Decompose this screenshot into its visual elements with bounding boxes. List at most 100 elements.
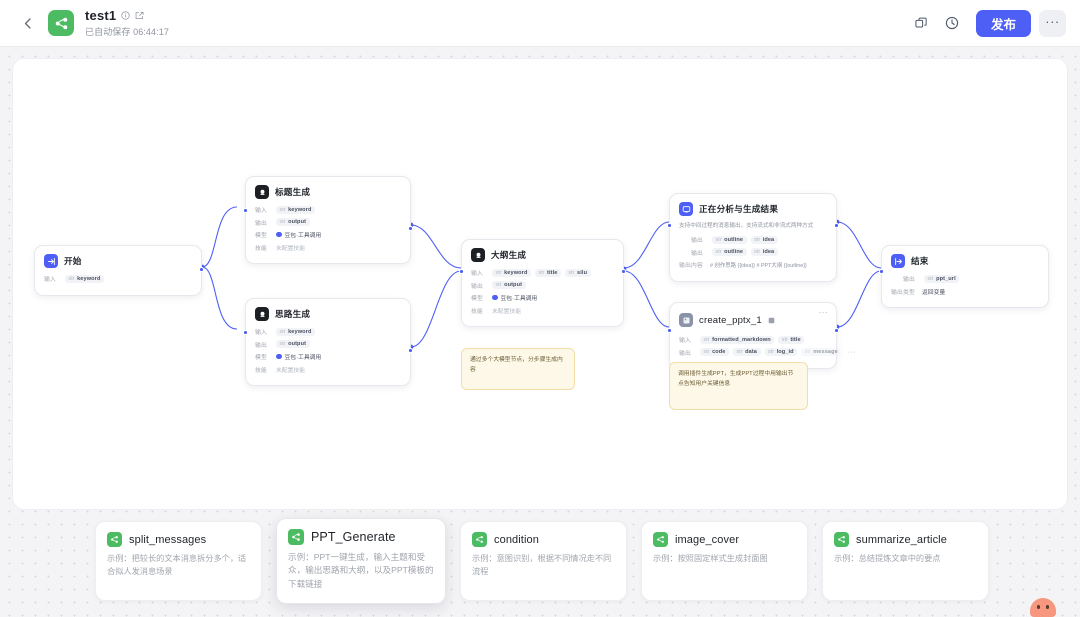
row-label: 技能 <box>255 367 267 374</box>
node-row-input: 输入 str keyword <box>44 274 192 283</box>
port-out[interactable] <box>621 269 626 274</box>
tag-name: keyword <box>504 269 528 276</box>
template-card-summarize-article[interactable]: summarize_article 示例：总结提炼文章中的要点 <box>822 521 989 601</box>
app-header: test1 已自动保存 06:44:17 <box>0 0 1080 47</box>
io-tag: str output <box>276 340 310 348</box>
node-outline-gen[interactable]: 大纲生成 输入 str keyword str title str silu 输… <box>459 239 626 327</box>
row-label: 输出 <box>903 277 915 283</box>
node-start[interactable]: 开始 输入 str keyword <box>34 245 204 296</box>
card-description: 示例：总结提炼文章中的要点 <box>834 554 941 563</box>
io-tag: str silu <box>564 268 591 277</box>
duplicate-button[interactable] <box>908 9 936 37</box>
node-row-model: 模型 豆包·工具调用 <box>255 230 401 239</box>
tag-type: str <box>68 275 75 282</box>
skill-value: 未配置技能 <box>276 245 305 252</box>
io-tag: str data <box>733 348 761 356</box>
publish-button[interactable]: 发布 <box>975 9 1031 37</box>
tag-type: str <box>715 249 722 256</box>
mascot-eye-left <box>1037 605 1040 609</box>
llm-node-icon <box>471 248 485 262</box>
node-row-output-content: 输出内容 # 创作思路 {{idea}} # PPT大纲 {{outline}} <box>679 260 827 270</box>
node-row-input: 输入 str formatted_markdown str title <box>679 335 827 344</box>
workflow-share-icon <box>107 532 122 547</box>
template-card-condition[interactable]: condition 示例：意图识别，根据不同情况走不同流程 <box>460 521 627 601</box>
card-description: 示例：PPT一键生成，输入主题和受众，输出思路和大纲，以及PPT模板的下载链接 <box>288 552 434 589</box>
io-tag: str output <box>492 281 526 289</box>
end-node-icon <box>891 254 905 268</box>
template-card-split-messages[interactable]: split_messages 示例：把较长的文本消息拆分多个，适合拟人发消息场景 <box>95 521 262 601</box>
card-title: image_cover <box>675 533 740 546</box>
card-header: split_messages <box>107 532 250 547</box>
edit-square-icon[interactable] <box>135 11 144 20</box>
node-analyzing[interactable]: 正在分析与生成结果 支持中间过程的消息输出，支持流式和非流式两种方式 输出 st… <box>667 193 839 282</box>
output-overflow-button[interactable]: ··· <box>847 348 856 356</box>
port-out[interactable] <box>408 226 413 231</box>
io-tag: str code <box>700 348 730 356</box>
node-title: 标题生成 <box>275 187 311 197</box>
history-button[interactable] <box>938 9 966 37</box>
node-silu-gen[interactable]: 思路生成 输入 str keyword 输出 str output 模型 <box>243 298 413 386</box>
info-circle-icon[interactable] <box>121 11 130 20</box>
mascot-icon[interactable] <box>1030 598 1056 617</box>
more-options-button[interactable]: ··· <box>1039 9 1066 37</box>
node-header: 大纲生成 <box>471 248 614 262</box>
node-create-pptx[interactable]: ··· create_pptx_1 输入 str <box>667 302 855 369</box>
model-value: 豆包·工具调用 <box>500 296 538 302</box>
template-card-ppt-generate[interactable]: PPT_Generate 示例：PPT一键生成，输入主题和受众，输出思路和大纲，… <box>276 518 446 604</box>
note-llm[interactable]: 通过多个大模型节点，分步骤生成内容 <box>461 348 575 390</box>
tag-type: str <box>495 269 502 276</box>
row-label: 技能 <box>255 245 267 252</box>
node-more-button[interactable]: ··· <box>818 308 828 317</box>
io-tag: str log_id <box>764 348 798 356</box>
port-out[interactable] <box>199 267 204 272</box>
tag-name: ppt_url <box>936 275 956 282</box>
io-tag: str outline <box>712 235 747 244</box>
model-dot-icon <box>492 294 498 301</box>
port-in[interactable] <box>879 269 884 274</box>
io-tag: str output <box>276 218 310 226</box>
node-header: 思路生成 <box>255 307 401 321</box>
skill-value: 未配置技能 <box>276 367 305 374</box>
port-out[interactable] <box>834 223 839 228</box>
plugin-badge-icon <box>768 311 775 329</box>
card-header: image_cover <box>653 532 796 547</box>
autosave-status: 已自动保存 06:44:17 <box>85 27 169 37</box>
row-label: 模型 <box>255 355 267 361</box>
tag-name: code <box>712 349 726 355</box>
io-tag: str message <box>801 348 842 356</box>
note-plugin[interactable]: 调用插件生成PPT，生成PPT过程中用输出节点告知用户关键信息 <box>669 362 808 410</box>
output-node-icon <box>679 202 693 216</box>
workflow-share-icon <box>653 532 668 547</box>
template-card-image-cover[interactable]: image_cover 示例：按照固定样式生成封面图 <box>641 521 808 601</box>
card-description: 示例：按照固定样式生成封面图 <box>653 554 768 563</box>
row-label: 输出 <box>679 350 691 357</box>
title-row: test1 <box>85 8 169 23</box>
port-in[interactable] <box>667 328 672 333</box>
tag-type: str <box>754 249 761 256</box>
tag-name: outline <box>724 236 744 243</box>
node-title: 大纲生成 <box>491 250 527 260</box>
port-out[interactable] <box>408 348 413 353</box>
port-in[interactable] <box>667 223 672 228</box>
workflow-canvas[interactable]: 开始 输入 str keyword 标题生成 <box>0 47 1080 617</box>
workflow-share-icon <box>55 17 67 29</box>
model-value-wrap: 豆包·工具调用 <box>276 230 321 239</box>
output-type-value: 返回变量 <box>922 289 946 296</box>
tag-name: silu <box>577 269 588 276</box>
tag-type: str <box>927 275 934 282</box>
node-end[interactable]: 结束 输出 str ppt_url 输出类型 返回变量 <box>879 245 1049 308</box>
port-in[interactable] <box>243 208 248 213</box>
port-in[interactable] <box>243 330 248 335</box>
tag-name: output <box>288 219 307 225</box>
chevron-left-icon <box>24 17 31 29</box>
back-button[interactable] <box>16 12 38 34</box>
tag-type: str <box>279 341 286 347</box>
tag-type: str <box>568 269 575 276</box>
row-label: 输出 <box>471 283 483 290</box>
model-value-wrap: 豆包·工具调用 <box>276 352 321 361</box>
port-out[interactable] <box>834 328 839 333</box>
port-in[interactable] <box>459 269 464 274</box>
tag-name: message <box>813 349 838 355</box>
node-title-gen[interactable]: 标题生成 输入 str keyword 输出 str output 模型 <box>243 176 413 264</box>
node-row-output-type: 输出类型 返回变量 <box>891 287 1039 296</box>
